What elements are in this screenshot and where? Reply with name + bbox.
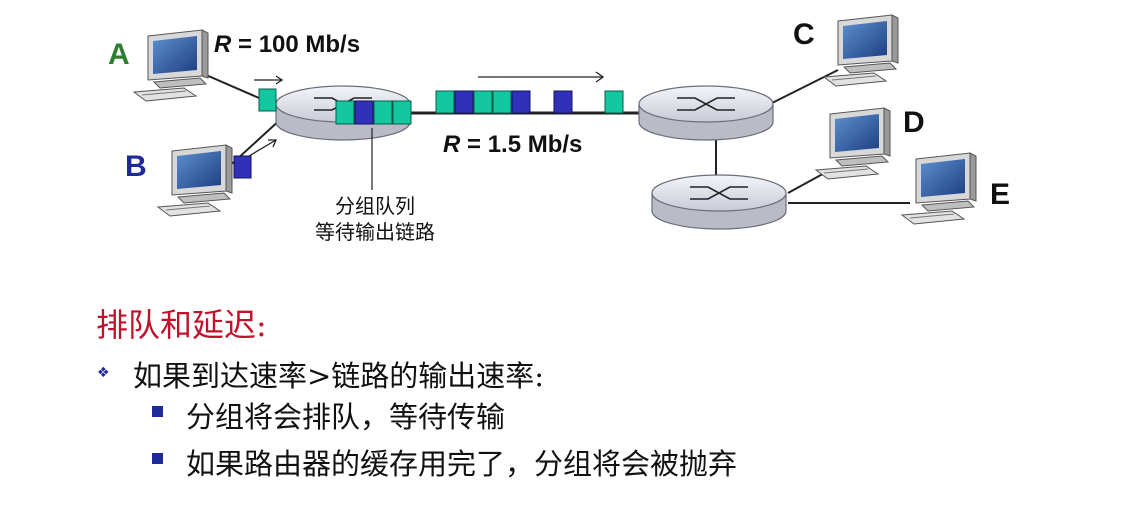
- rate-variable: R: [214, 31, 232, 58]
- square-bullet-icon: [152, 453, 163, 464]
- link-packets: [435, 90, 624, 114]
- computer-b-icon: [157, 144, 233, 217]
- queued-packet: [392, 100, 412, 125]
- host-label-d: D: [903, 106, 925, 139]
- computer-c-icon: [823, 14, 899, 87]
- bottleneck-link-rate: R = 1.5 Mb/s: [443, 131, 582, 159]
- link-router-c: [769, 69, 839, 105]
- link-packet: [492, 90, 512, 114]
- computer-d-icon: [815, 107, 891, 180]
- incoming-packet-b: [233, 155, 252, 179]
- link-packet: [511, 90, 531, 114]
- arrow-icon: [248, 139, 277, 157]
- queued-packet: [335, 100, 355, 125]
- caption-line-2: 等待输出链路: [315, 220, 435, 244]
- packet-queue: [335, 100, 412, 125]
- computer-e-icon: [901, 152, 977, 225]
- direction-arrows: [248, 71, 605, 157]
- arrow-icon: [254, 75, 284, 85]
- host-label-b: B: [125, 150, 147, 183]
- queued-packet: [354, 100, 374, 125]
- rate-value: = 1.5 Mb/s: [460, 131, 583, 158]
- access-link-rate: R = 100 Mb/s: [214, 31, 360, 59]
- link-packet: [604, 90, 624, 114]
- computer-a-icon: [133, 29, 209, 102]
- diamond-bullet-icon: ❖: [97, 365, 110, 381]
- link-packet: [473, 90, 493, 114]
- router-right: [638, 85, 774, 141]
- router-bottom: [651, 174, 787, 230]
- incoming-packet-a: [258, 88, 277, 112]
- link-packet: [435, 90, 455, 114]
- subbullet-text-1: 分组将会排队，等待传输: [186, 400, 506, 434]
- link-packet: [553, 90, 573, 114]
- rate-value: = 100 Mb/s: [231, 31, 361, 58]
- arrow-icon: [478, 71, 605, 83]
- square-bullet-icon: [152, 406, 163, 417]
- bullet-text: 如果到达速率>链路的输出速率:: [133, 359, 545, 393]
- subbullet-text-2: 如果路由器的缓存用完了，分组将会被抛弃: [186, 447, 738, 481]
- queue-caption: 分组队列 等待输出链路: [295, 193, 455, 245]
- rate-variable: R: [443, 131, 461, 158]
- host-label-e: E: [990, 178, 1011, 211]
- host-label-a: A: [108, 38, 130, 71]
- host-label-c: C: [793, 18, 815, 51]
- queued-packet: [373, 100, 393, 125]
- section-title: 排队和延迟:: [96, 306, 267, 344]
- link-packet: [454, 90, 474, 114]
- caption-line-1: 分组队列: [335, 194, 415, 218]
